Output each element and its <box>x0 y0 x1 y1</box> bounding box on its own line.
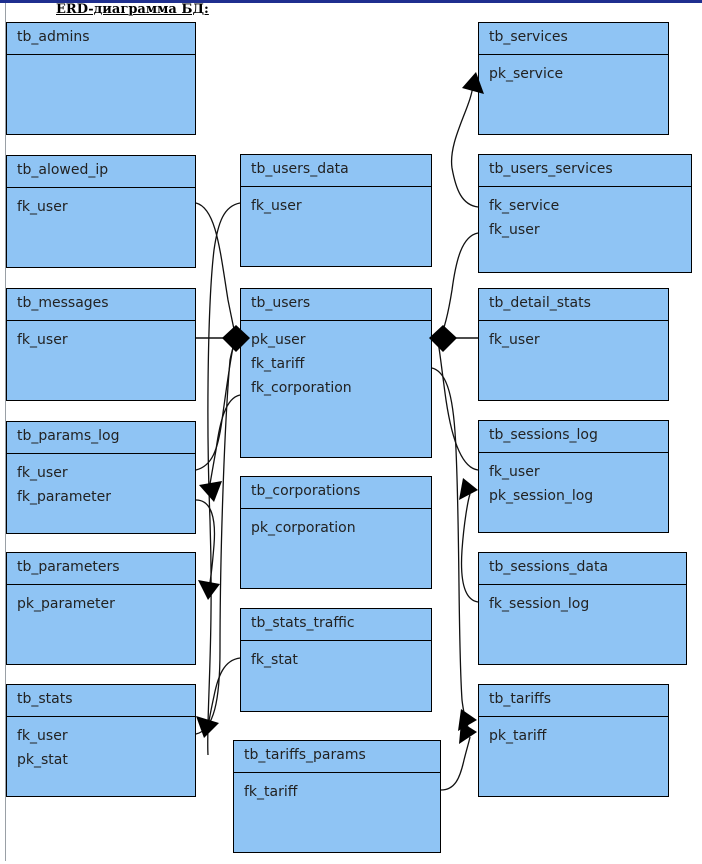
entity-field: fk_user <box>489 464 540 480</box>
page-title: ERD-диаграмма БД: <box>56 2 209 17</box>
arrow-marker-corporations <box>199 481 222 502</box>
entity-fields: fk_user <box>241 187 431 218</box>
entity-fields: pk_parameter <box>7 585 195 616</box>
entity-fields: fk_user fk_parameter <box>7 454 195 509</box>
arrow-marker-sessions-log <box>459 478 478 500</box>
entity-fields: fk_user <box>479 321 668 352</box>
entity-fields: pk_tariff <box>479 717 668 748</box>
entity-field: fk_user <box>17 332 68 348</box>
entity-name: tb_alowed_ip <box>7 156 195 188</box>
entity-fields: fk_user <box>7 321 195 352</box>
entity-tb_sessions_log[interactable]: tb_sessions_log fk_user pk_session_log <box>478 420 669 533</box>
entity-fields: fk_tariff <box>234 773 440 804</box>
arrow-marker-tariffs-upper <box>458 709 477 731</box>
entity-tb_parameters[interactable]: tb_parameters pk_parameter <box>6 552 196 665</box>
diamond-marker-users-right <box>429 325 457 352</box>
entity-name: tb_users_services <box>479 155 691 187</box>
entity-name: tb_corporations <box>241 477 431 509</box>
entity-fields: fk_stat <box>241 641 431 672</box>
entity-tb_corporations[interactable]: tb_corporations pk_corporation <box>240 476 432 589</box>
entity-name: tb_users <box>241 289 431 321</box>
entity-field: fk_tariff <box>244 784 298 800</box>
entity-fields: pk_corporation <box>241 509 431 540</box>
entity-name: tb_detail_stats <box>479 289 668 321</box>
entity-tb_users_services[interactable]: tb_users_services fk_service fk_user <box>478 154 692 273</box>
entity-name: tb_users_data <box>241 155 431 187</box>
left-margin-rule <box>5 3 6 861</box>
entity-field: fk_user <box>489 332 540 348</box>
entity-field: fk_parameter <box>17 489 111 505</box>
entity-fields: fk_service fk_user <box>479 187 691 242</box>
link-users-services-users <box>439 232 479 338</box>
entity-field: pk_stat <box>17 752 68 768</box>
entity-name: tb_sessions_data <box>479 553 686 585</box>
entity-field: fk_user <box>251 198 302 214</box>
entity-field: pk_session_log <box>489 488 594 504</box>
link-stats-users <box>195 340 237 735</box>
entity-field: fk_stat <box>251 652 298 668</box>
entity-name: tb_params_log <box>7 422 195 454</box>
link-alowed-ip-users <box>195 202 237 339</box>
link-sessions-log-users <box>437 341 479 471</box>
link-sessions-data-sessions-log <box>460 493 479 603</box>
link-params-log-parameters <box>195 499 216 593</box>
entity-tb_detail_stats[interactable]: tb_detail_stats fk_user <box>478 288 669 401</box>
entity-fields: fk_user pk_session_log <box>479 453 668 508</box>
entity-tb_services[interactable]: tb_services pk_service <box>478 22 669 135</box>
link-users-data-users <box>207 202 241 756</box>
entity-field: fk_user <box>489 222 540 238</box>
entity-field: fk_corporation <box>251 380 352 396</box>
entity-tb_admins[interactable]: tb_admins <box>6 22 196 135</box>
entity-name: tb_tariffs <box>479 685 668 717</box>
entity-field: pk_parameter <box>17 596 115 612</box>
link-users-tariffs <box>431 367 469 728</box>
link-params-log-users <box>195 342 235 471</box>
top-accent-bar <box>0 0 702 3</box>
entity-name: tb_stats_traffic <box>241 609 431 641</box>
entity-name: tb_parameters <box>7 553 195 585</box>
entity-tb_params_log[interactable]: tb_params_log fk_user fk_parameter <box>6 421 196 534</box>
entity-field: fk_user <box>17 199 68 215</box>
entity-tb_tariffs_params[interactable]: tb_tariffs_params fk_tariff <box>233 740 441 853</box>
entity-fields: pk_user fk_tariff fk_corporation <box>241 321 431 400</box>
arrow-marker-stats <box>196 716 219 738</box>
entity-field: fk_user <box>17 728 68 744</box>
entity-fields: pk_service <box>479 55 668 86</box>
entity-tb_stats_traffic[interactable]: tb_stats_traffic fk_stat <box>240 608 432 712</box>
arrow-marker-parameters <box>198 580 220 600</box>
entity-field: fk_user <box>17 465 68 481</box>
entity-field: pk_user <box>251 332 306 348</box>
entity-fields: fk_session_log <box>479 585 686 616</box>
entity-field: pk_service <box>489 66 564 82</box>
link-stats-traffic-stats <box>207 657 241 728</box>
entity-tb_stats[interactable]: tb_stats fk_user pk_stat <box>6 684 196 797</box>
entity-name: tb_tariffs_params <box>234 741 440 773</box>
entity-field: fk_session_log <box>489 596 590 612</box>
entity-name: tb_sessions_log <box>479 421 668 453</box>
link-users-corporations <box>208 394 241 491</box>
entity-field: fk_service <box>489 198 560 214</box>
entity-field: pk_tariff <box>489 728 547 744</box>
entity-tb_tariffs[interactable]: tb_tariffs pk_tariff <box>478 684 669 797</box>
entity-name: tb_messages <box>7 289 195 321</box>
entity-fields <box>7 55 195 62</box>
arrow-marker-tariffs-lower <box>459 722 477 744</box>
entity-tb_users_data[interactable]: tb_users_data fk_user <box>240 154 432 267</box>
entity-name: tb_admins <box>7 23 195 55</box>
link-tariffs-params-tariffs <box>440 736 471 791</box>
entity-fields: fk_user pk_stat <box>7 717 195 772</box>
link-users-services-services <box>450 83 479 208</box>
entity-tb_users[interactable]: tb_users pk_user fk_tariff fk_corporation <box>240 288 432 458</box>
entity-tb_messages[interactable]: tb_messages fk_user <box>6 288 196 401</box>
entity-name: tb_stats <box>7 685 195 717</box>
entity-tb_sessions_data[interactable]: tb_sessions_data fk_session_log <box>478 552 687 665</box>
entity-field: fk_tariff <box>251 356 305 372</box>
entity-field: pk_corporation <box>251 520 356 536</box>
entity-tb_alowed_ip[interactable]: tb_alowed_ip fk_user <box>6 155 196 268</box>
entity-fields: fk_user <box>7 188 195 219</box>
entity-name: tb_services <box>479 23 668 55</box>
